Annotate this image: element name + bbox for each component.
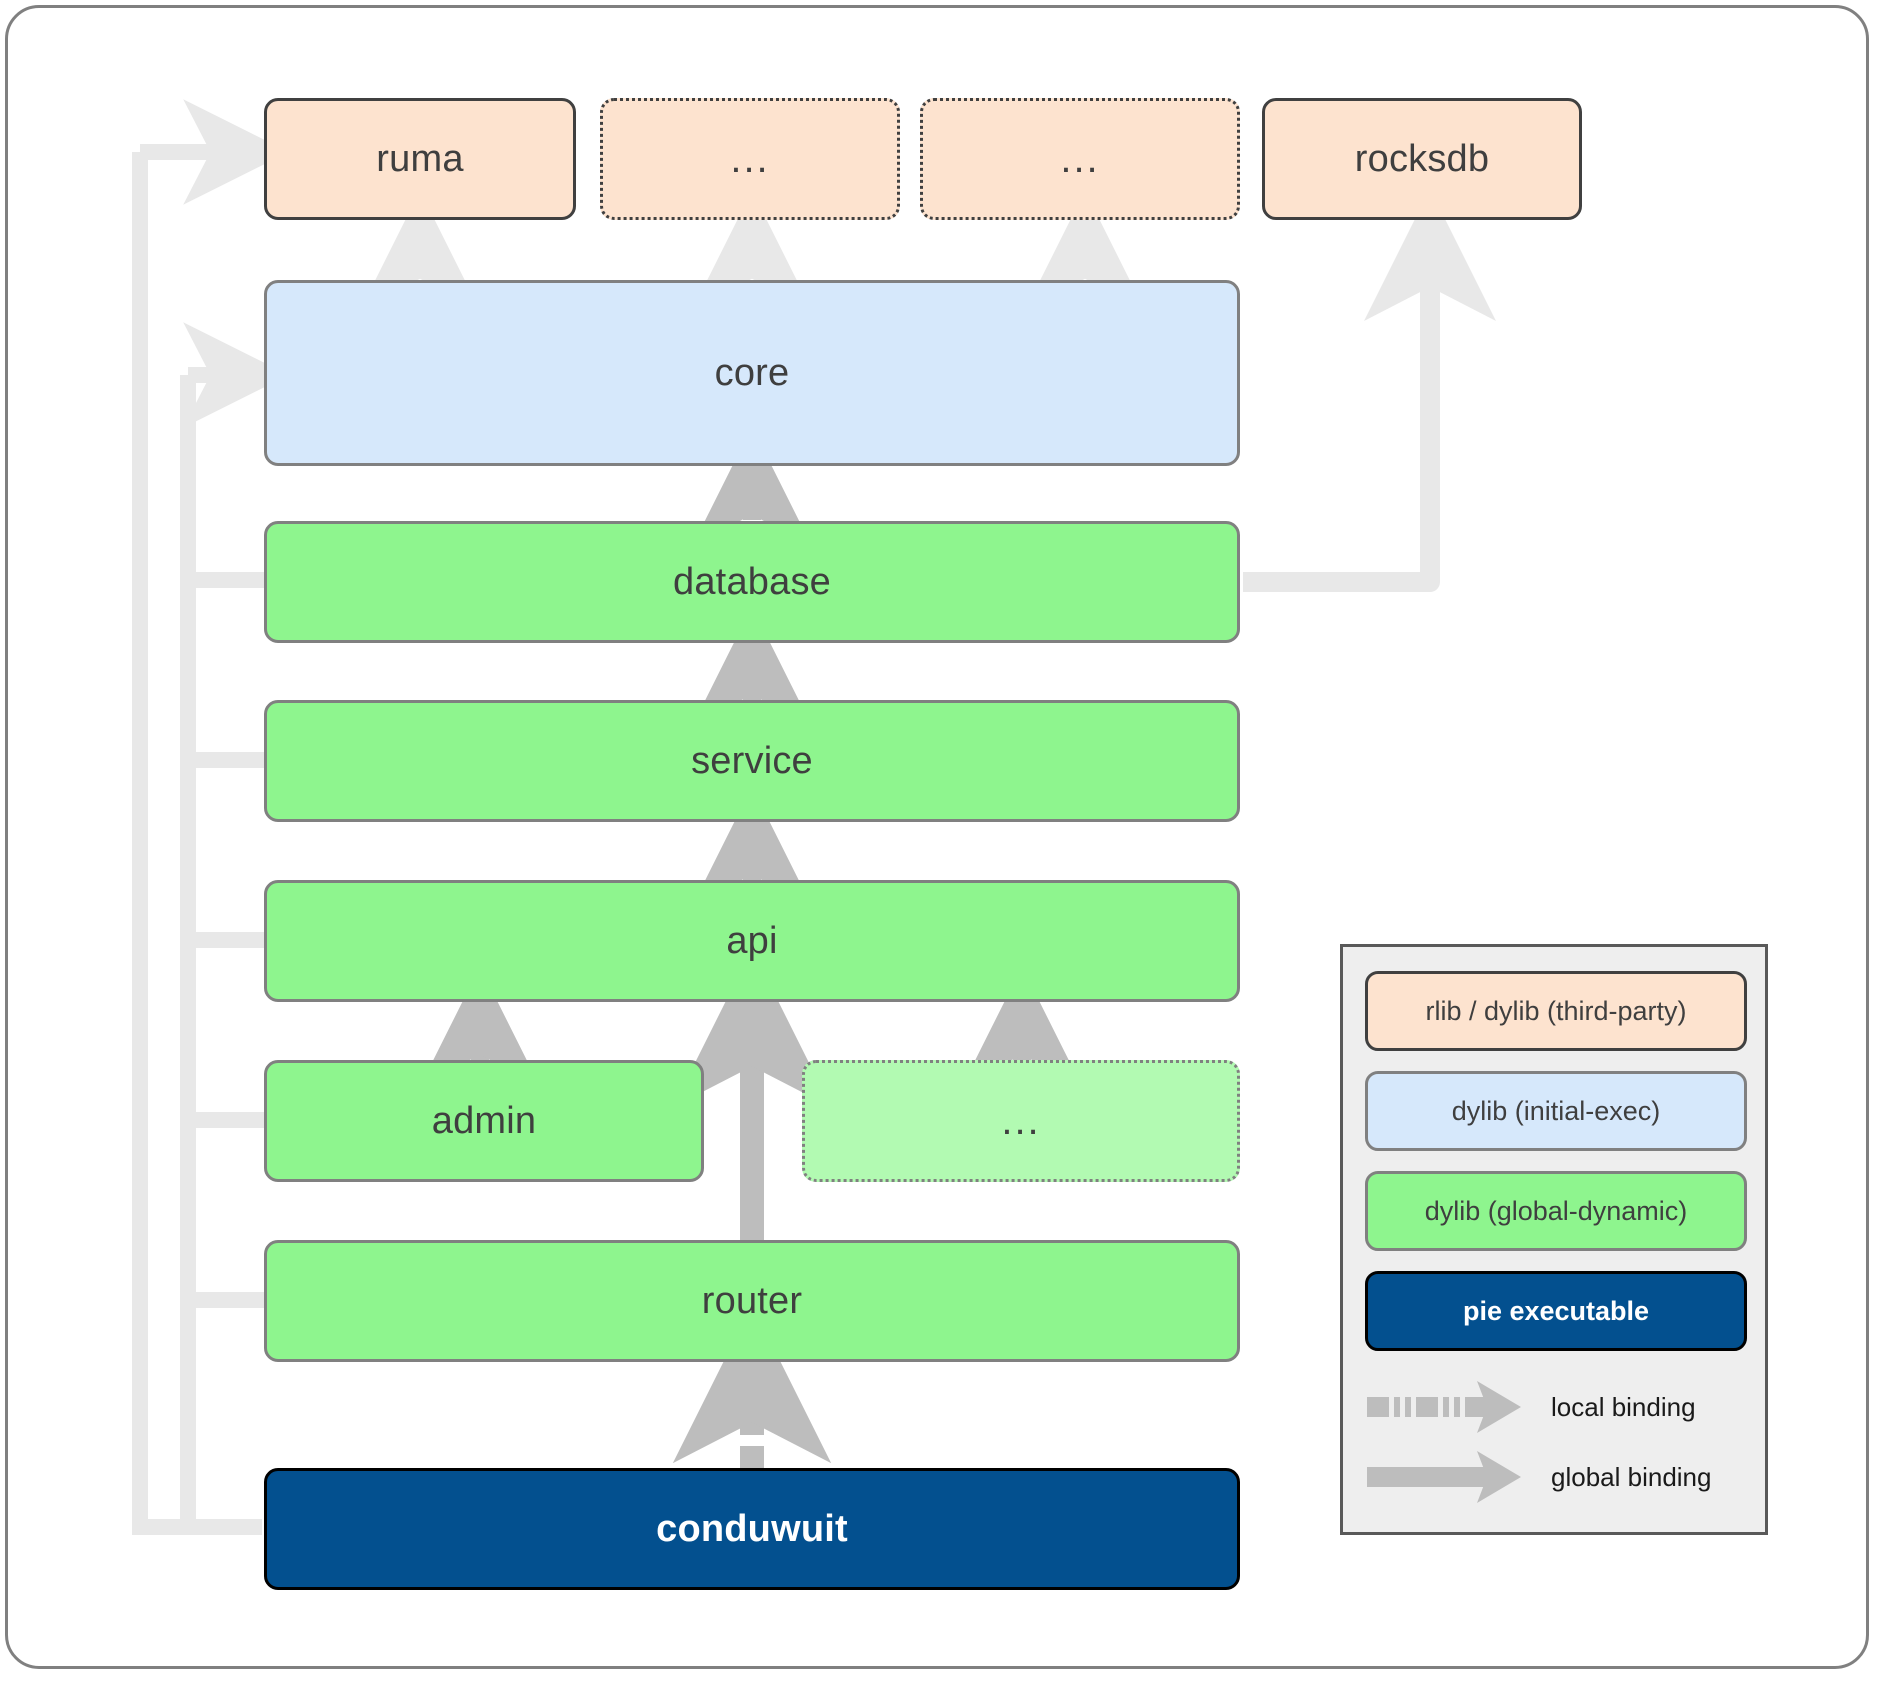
edge-database-rocksdb bbox=[1243, 188, 1496, 592]
node-label-ruma: ruma bbox=[376, 137, 464, 180]
node-label-api: api bbox=[726, 919, 778, 962]
node-api[interactable]: api bbox=[264, 880, 1240, 1002]
node-third-party-placeholder-1[interactable]: ... bbox=[600, 98, 900, 220]
global-binding-arrow-icon bbox=[1367, 1451, 1521, 1503]
node-label-placeholder-1: ... bbox=[730, 137, 770, 181]
conduwuit-global-bus bbox=[132, 99, 289, 1535]
local-binding-arrow-icon bbox=[1367, 1381, 1521, 1433]
legend-row-local-binding: local binding bbox=[1365, 1377, 1755, 1437]
node-label-conduwuit: conduwuit bbox=[656, 1507, 848, 1550]
conduwuit-global-spurs bbox=[188, 572, 270, 1308]
node-label-placeholder-2: ... bbox=[1060, 137, 1100, 181]
node-third-party-placeholder-2[interactable]: ... bbox=[920, 98, 1240, 220]
node-label-service: service bbox=[691, 739, 813, 782]
legend-swatch-pie-executable: pie executable bbox=[1365, 1271, 1747, 1351]
node-label-rocksdb: rocksdb bbox=[1354, 137, 1490, 180]
node-rocksdb[interactable]: rocksdb bbox=[1262, 98, 1582, 220]
conduwuit-global-bus-inner bbox=[180, 322, 289, 1527]
legend-label-global-dynamic: dylib (global-dynamic) bbox=[1424, 1195, 1688, 1226]
legend-label-initial-exec: dylib (initial-exec) bbox=[1451, 1095, 1661, 1126]
edges-core-to-third-party bbox=[360, 190, 1145, 310]
node-service[interactable]: service bbox=[264, 700, 1240, 822]
node-database[interactable]: database bbox=[264, 521, 1240, 643]
legend-label-pie-executable: pie executable bbox=[1462, 1295, 1650, 1326]
node-label-database: database bbox=[673, 560, 831, 603]
legend-swatch-global-dynamic: dylib (global-dynamic) bbox=[1365, 1171, 1747, 1251]
legend-label-global-binding: global binding bbox=[1551, 1461, 1712, 1492]
node-label-core: core bbox=[714, 351, 790, 394]
node-admin[interactable]: admin bbox=[264, 1060, 704, 1182]
node-ruma[interactable]: ruma bbox=[264, 98, 576, 220]
legend-row-global-binding: global binding bbox=[1365, 1447, 1755, 1507]
node-label-admin: admin bbox=[431, 1099, 537, 1142]
node-conduwuit[interactable]: conduwuit bbox=[264, 1468, 1240, 1590]
node-label-router: router bbox=[701, 1279, 803, 1322]
node-global-dynamic-placeholder[interactable]: ... bbox=[802, 1060, 1240, 1182]
legend-label-local-binding: local binding bbox=[1551, 1391, 1696, 1422]
node-label-placeholder-3: ... bbox=[1001, 1099, 1041, 1143]
legend-panel: rlib / dylib (third-party) dylib (initia… bbox=[1340, 944, 1768, 1535]
legend-swatch-initial-exec: dylib (initial-exec) bbox=[1365, 1071, 1747, 1151]
edges-stack-global bbox=[420, 426, 1082, 1086]
legend-swatch-third-party: rlib / dylib (third-party) bbox=[1365, 971, 1747, 1051]
node-router[interactable]: router bbox=[264, 1240, 1240, 1362]
node-core[interactable]: core bbox=[264, 280, 1240, 466]
legend-label-third-party: rlib / dylib (third-party) bbox=[1425, 995, 1687, 1026]
